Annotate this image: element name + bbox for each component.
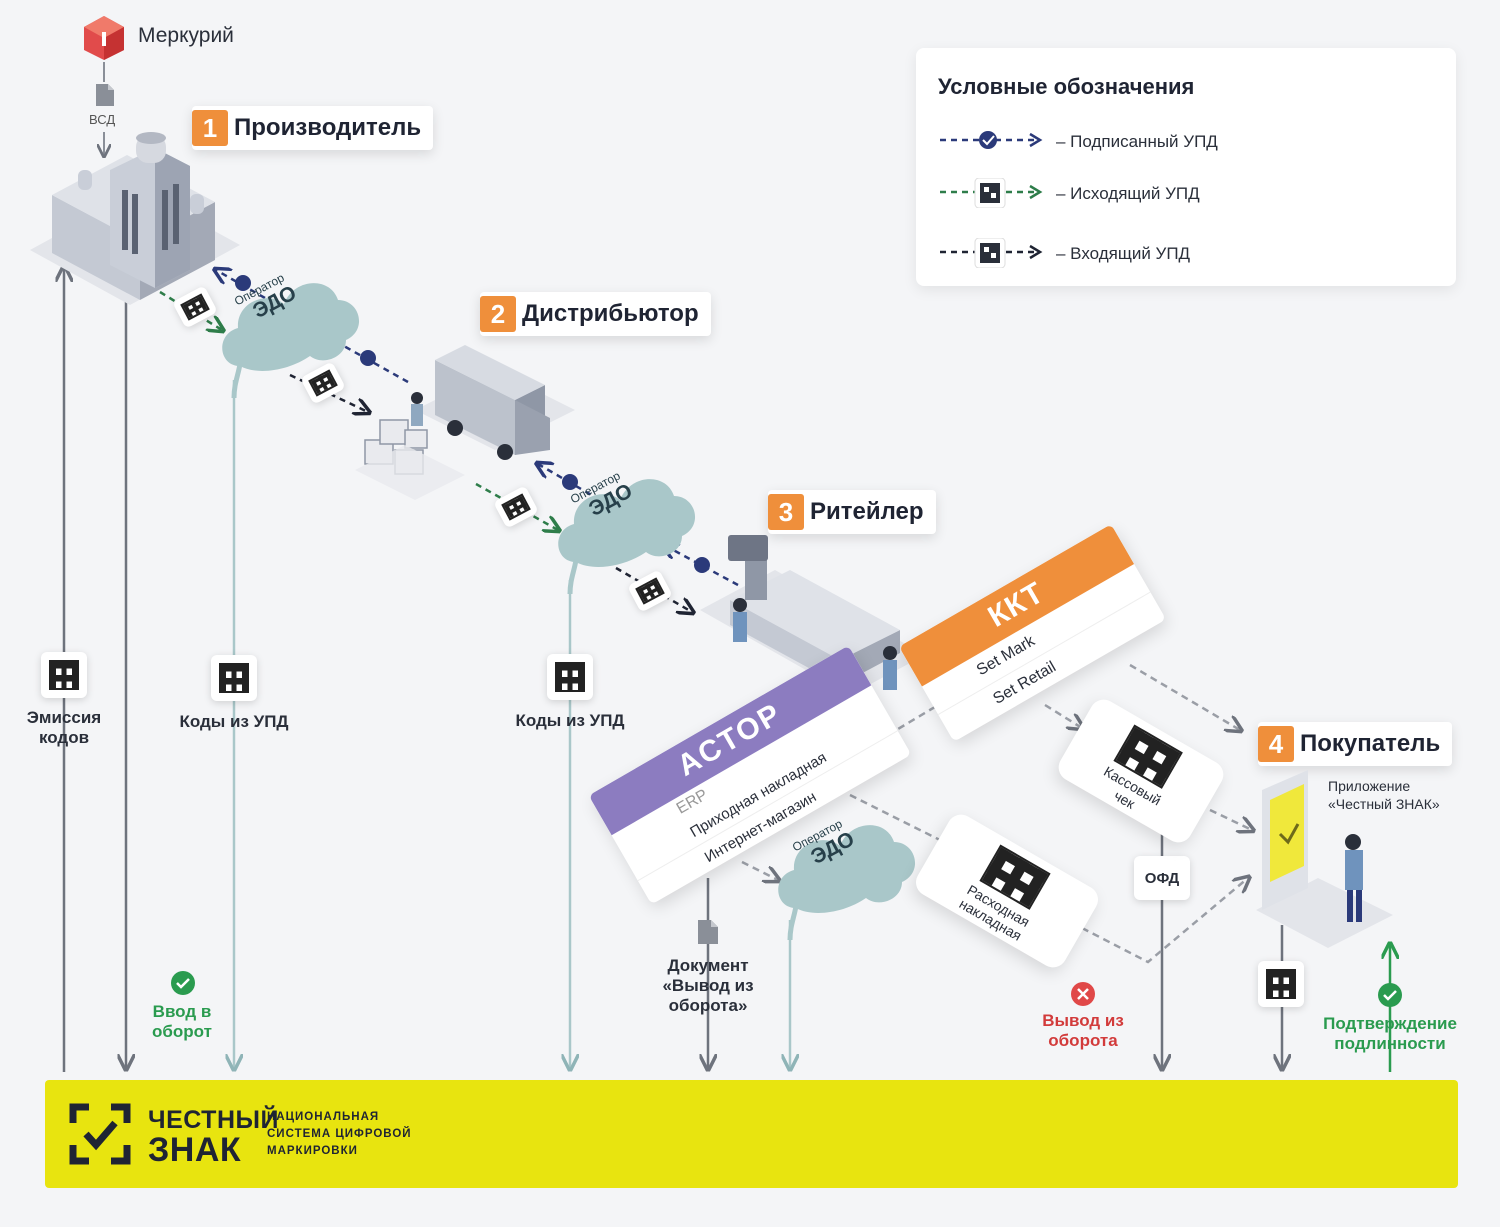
mercury-label: Меркурий: [138, 24, 234, 47]
cross-circle-icon: [1071, 982, 1095, 1006]
withdraw-doc-label: Документ «Вывод из оборота»: [662, 956, 754, 1015]
edo-cloud-icon: [778, 825, 916, 940]
legend-item-label: – Входящий УПД: [1056, 244, 1191, 263]
stage-number: 3: [768, 494, 804, 530]
stage-title: Покупатель: [1300, 730, 1441, 757]
check-circle-icon: [171, 971, 195, 995]
stage-producer: 1 Производитель: [192, 106, 434, 150]
signed-badge-icon: [235, 275, 251, 291]
kkt-receipt-flow: [1044, 703, 1082, 728]
outgoing-arrow-icon: [940, 177, 1043, 209]
astor-invoice-flow: [849, 793, 941, 842]
invoice-buyer-flow: [1081, 878, 1248, 964]
signed-badge-icon: [694, 557, 710, 573]
incoming-upd-2: [615, 566, 692, 612]
codes-label: Коды из УПД: [515, 711, 625, 730]
brand-sub-line3: МАРКИРОВКИ: [267, 1145, 358, 1157]
stage-title: Дистрибьютор: [522, 300, 699, 327]
stage-number: 1: [192, 110, 228, 146]
legend-panel: Условные обозначения – Подписанный УПД –…: [916, 48, 1456, 286]
stage-number: 2: [480, 296, 516, 332]
truck-icon: [355, 345, 575, 500]
edo-cloud-icon: [222, 283, 360, 398]
withdraw-label: Вывод из оборота: [1042, 1011, 1124, 1050]
stage-title: Производитель: [234, 114, 422, 141]
qr-code-icon: [211, 655, 257, 701]
document-icon: [698, 920, 718, 944]
legend-item-label: – Исходящий УПД: [1056, 184, 1200, 203]
signed-badge-icon: [360, 350, 376, 366]
brand-sub-line1: НАЦИОНАЛЬНАЯ: [267, 1111, 380, 1123]
brand-sub-line2: СИСТЕМА ЦИФРОВОЙ: [267, 1128, 412, 1140]
emission-label: Эмиссия кодов: [26, 708, 102, 747]
kkt-buyer-flow: [1129, 663, 1240, 730]
signed-badge-icon: [562, 474, 578, 490]
stage-number: 4: [1258, 726, 1294, 762]
legend-title: Условные обозначения: [938, 74, 1195, 99]
brand-name-line2: ЗНАК: [148, 1131, 242, 1169]
confirm-label: Подтверждение подлинности: [1323, 1014, 1457, 1053]
app-label: Приложение «Честный ЗНАК»: [1328, 778, 1440, 812]
edo-cloud-icon: [558, 479, 696, 594]
legend-item-signed: – Подписанный УПД: [938, 126, 1438, 156]
check-circle-icon: [1378, 983, 1402, 1007]
qr-code-icon: [1258, 961, 1304, 1007]
stage-title: Ритейлер: [810, 498, 924, 525]
codes-label: Коды из УПД: [179, 712, 289, 731]
signed-upd-1: [216, 270, 266, 300]
entry-label: Ввод в оборот: [152, 1002, 212, 1041]
stage-retailer: 3 Ритейлер: [768, 490, 936, 534]
buyer-phone-icon: [1256, 770, 1393, 948]
factory-icon: [30, 132, 240, 305]
stage-buyer: 4 Покупатель: [1258, 722, 1453, 766]
astor-edo-flow: [741, 860, 778, 880]
ofd-badge: ОФД: [1134, 856, 1190, 900]
mercury-logo-icon: [84, 16, 124, 60]
qr-code-icon: [547, 654, 593, 700]
incoming-arrow-icon: [940, 237, 1043, 269]
legend-item-outgoing: – Исходящий УПД: [938, 177, 1438, 209]
receipt-buyer-flow: [1209, 808, 1252, 830]
document-icon: [96, 84, 114, 106]
chestny-znak-logo-icon: [69, 1103, 131, 1165]
chestny-znak-bar: ЧЕСТНЫЙ ЗНАК НАЦИОНАЛЬНАЯ СИСТЕМА ЦИФРОВ…: [45, 1080, 1458, 1188]
signed-arrow-icon: [940, 131, 1043, 149]
legend-item-label: – Подписанный УПД: [1056, 132, 1218, 151]
brand-name-line1: ЧЕСТНЫЙ: [148, 1106, 279, 1134]
legend-item-incoming: – Входящий УПД: [938, 237, 1438, 269]
qr-code-icon: [41, 652, 87, 698]
stage-distributor: 2 Дистрибьютор: [480, 292, 711, 336]
signed-upd-4: [664, 545, 739, 587]
vsd-label: ВСД: [89, 112, 116, 127]
